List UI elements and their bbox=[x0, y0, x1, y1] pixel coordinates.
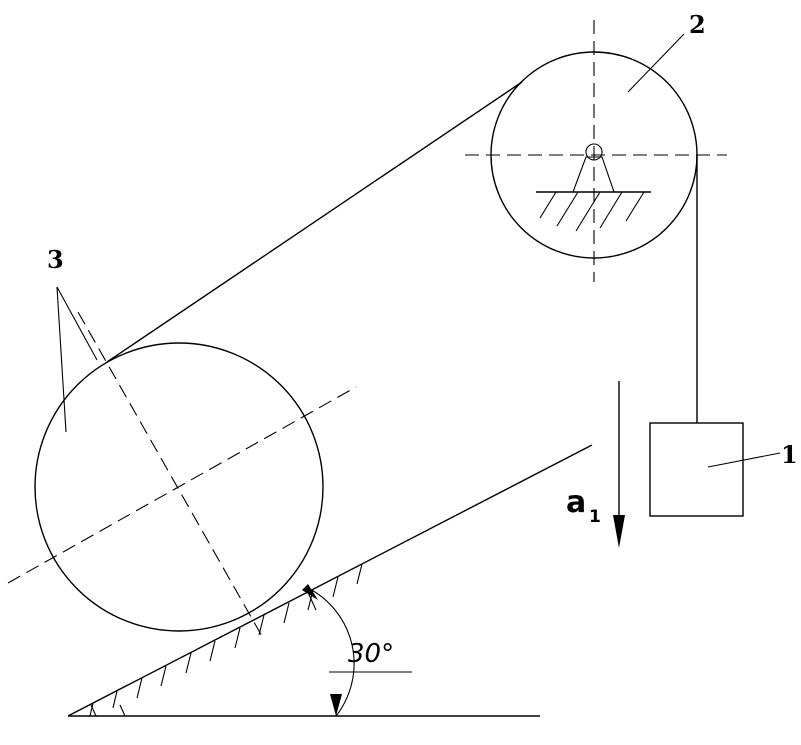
leader-line-2 bbox=[627, 33, 685, 93]
pulley-2-support-hatching bbox=[539, 191, 645, 232]
label-body-3: 3 bbox=[47, 245, 64, 274]
label-body-1: 1 bbox=[781, 440, 798, 469]
angle-label: 30° bbox=[348, 639, 394, 669]
pulley-2-axle-pin bbox=[585, 143, 603, 161]
block-1 bbox=[649, 422, 744, 517]
angle-arrow-bottom bbox=[330, 694, 342, 716]
leader-line-3b bbox=[56, 286, 98, 361]
cylinder-3-axis-parallel bbox=[7, 386, 357, 584]
cylinder-3 bbox=[34, 342, 324, 632]
acceleration-label: a bbox=[566, 485, 586, 520]
ground-hatching bbox=[90, 704, 126, 717]
leader-line-3a bbox=[56, 286, 67, 433]
rope-incline-segment bbox=[106, 81, 523, 363]
incline-surface bbox=[67, 444, 593, 717]
leader-line-1 bbox=[707, 452, 781, 468]
cylinder-3-axis-normal bbox=[77, 311, 264, 639]
acceleration-subscript: 1 bbox=[589, 507, 601, 527]
angle-arrow-top-stem bbox=[305, 587, 317, 611]
label-body-2: 2 bbox=[689, 10, 706, 39]
incline-hatching bbox=[89, 563, 363, 717]
angle-arc bbox=[307, 587, 355, 717]
acceleration-arrow-head bbox=[613, 515, 625, 548]
